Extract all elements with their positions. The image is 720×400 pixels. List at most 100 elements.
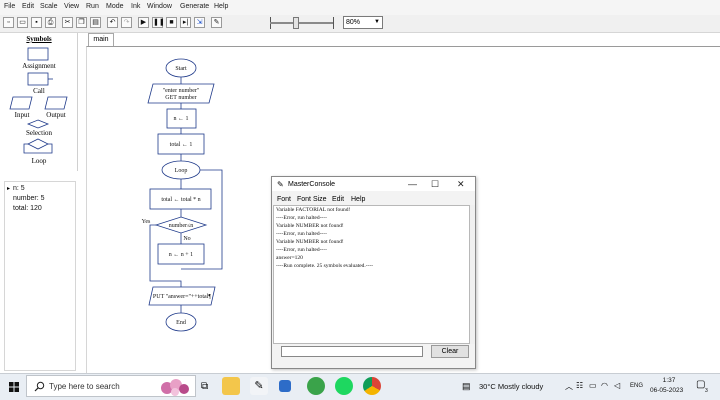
console-title: MasterConsole [288,181,336,188]
pencil-icon[interactable]: ✎ [211,17,222,28]
menu-mode[interactable]: Mode [106,3,124,10]
assign-total-label: total ← 1 [170,142,193,148]
chrome-icon[interactable] [363,377,381,395]
menu-generate[interactable]: Generate [180,3,210,10]
clock-date[interactable]: 06-05-2023 [650,387,684,394]
menu-help[interactable]: Help [214,3,229,10]
copy-icon[interactable]: ❐ [76,17,87,28]
console-menu-font[interactable]: Font [277,196,292,203]
assign-n-loop-box[interactable] [157,243,205,265]
flowchart-app-icon[interactable]: ✎ [250,377,268,395]
menu-scale[interactable]: Scale [40,3,58,10]
undo-icon[interactable]: ↶ [107,17,118,28]
zoom-select[interactable]: 80% ▼ [343,16,383,29]
loop-node[interactable] [161,160,201,180]
console-menu-help[interactable]: Help [351,196,366,203]
utorrent-icon[interactable] [307,377,325,395]
chevron-up-icon[interactable]: ︿ [565,382,573,391]
menu-ink[interactable]: Ink [131,3,141,10]
console-output-line: ----Error, run halted---- [276,215,327,221]
taskbar-search[interactable]: Type here to search [26,375,196,397]
play-icon[interactable]: ▶ [138,17,149,28]
store-icon[interactable] [279,380,291,392]
console-menu-font-size[interactable]: Font Size [297,196,327,203]
wifi-icon[interactable]: ◠ [601,381,608,390]
battery-icon[interactable]: ▭ [589,381,597,390]
console-titlebar[interactable]: ✎ MasterConsole — ☐ ✕ [272,177,475,191]
stop-icon[interactable]: ■ [166,17,177,28]
volume-icon[interactable]: ◁ [614,381,621,390]
symbol-label-input: Input [14,111,30,119]
step-into-icon[interactable]: ⇲ [194,17,205,28]
output-label: PUT "answer="++total¶ [153,294,211,300]
symbol-label-output: Output [46,111,66,119]
start-terminal[interactable] [165,58,197,78]
end-terminal[interactable] [165,312,197,332]
windows-start-icon[interactable] [9,382,19,392]
task-view-icon[interactable]: ⧉ [201,381,209,392]
spotify-icon[interactable] [335,377,353,395]
assign-total-loop-label: total ← total * n [161,197,200,203]
weather-text[interactable]: 30°C Mostly cloudy [479,382,544,391]
open-folder-icon[interactable]: ▭ [17,17,28,28]
weather-icon[interactable]: ▤ [462,381,471,391]
save-icon[interactable]: ▪ [31,17,42,28]
call-symbol[interactable] [27,72,49,86]
menu-run[interactable]: Run [86,3,99,10]
menu-window[interactable]: Window [147,3,172,10]
clear-button[interactable]: Clear [431,345,469,358]
condition-diamond[interactable] [154,216,208,234]
input-box[interactable] [147,83,215,104]
chevron-down-icon[interactable]: ▼ [374,19,380,25]
console-output-line: ----Run complete. 25 symbols evaluated.-… [276,263,374,269]
console-input[interactable] [281,346,423,357]
tab-main[interactable]: main [88,33,114,46]
maximize-icon[interactable]: ☐ [431,179,440,189]
print-icon[interactable]: ⎙ [45,17,56,28]
console-output-line: Variable FACTORIAL not found! [276,207,351,213]
file-explorer-icon[interactable] [222,377,240,395]
menu-view[interactable]: View [64,3,80,10]
assignment-symbol[interactable] [27,47,49,61]
step-icon[interactable]: ▸| [180,17,191,28]
assign-total-loop-box[interactable] [149,188,212,210]
symbol-shapes [9,47,68,154]
console-output-line: ----Error, run halted---- [276,231,327,237]
console-menu-edit[interactable]: Edit [332,196,345,203]
output-box[interactable] [148,286,216,306]
assign-n-label: n ← 1 [174,116,189,122]
loop-symbol[interactable] [27,138,49,150]
selection-symbol[interactable] [26,119,50,129]
pause-icon[interactable]: ❚❚ [152,17,165,28]
language-indicator[interactable]: ENG [630,383,644,389]
cut-icon[interactable]: ✂ [62,17,73,28]
assign-total-box[interactable] [157,133,205,155]
assign-n-box[interactable] [166,108,197,129]
notification-count: 3 [705,388,708,394]
menu-file[interactable]: File [4,3,16,10]
zoom-slider-thumb[interactable] [293,17,299,29]
variable-number: number: 5 [13,195,45,202]
toolbar: ▫ ▭ ▪ ⎙ ✂ ❐ ▤ ↶ ↷ ▶ ❚❚ ■ ▸| ⇲ ✎ 80% ▼ [0,15,720,33]
input-symbol[interactable] [9,96,33,110]
symbol-label-selection: Selection [25,129,53,137]
minimize-icon[interactable]: — [408,179,417,189]
notification-icon[interactable]: ▢ [696,379,706,390]
menu-edit[interactable]: Edit [22,3,35,10]
search-placeholder: Type here to search [49,382,120,391]
zoom-slider-end [333,17,334,29]
redo-icon[interactable]: ↷ [121,17,132,28]
clock-time[interactable]: 1:37 [662,377,676,384]
new-file-icon[interactable]: ▫ [3,17,14,28]
output-symbol[interactable] [44,96,68,110]
console-scrollbar[interactable] [470,205,475,344]
start-label: Start [175,66,187,72]
yes-label: Yes [142,219,151,225]
zoom-value: 80% [346,19,361,26]
paste-icon[interactable]: ▤ [90,17,101,28]
network-icon[interactable]: ☷ [576,381,584,390]
close-icon[interactable]: ✕ [457,179,465,189]
zoom-slider[interactable] [270,22,334,24]
console-output[interactable]: Variable FACTORIAL not found! ----Error,… [273,205,470,344]
expand-icon[interactable]: ▸ [7,186,11,192]
